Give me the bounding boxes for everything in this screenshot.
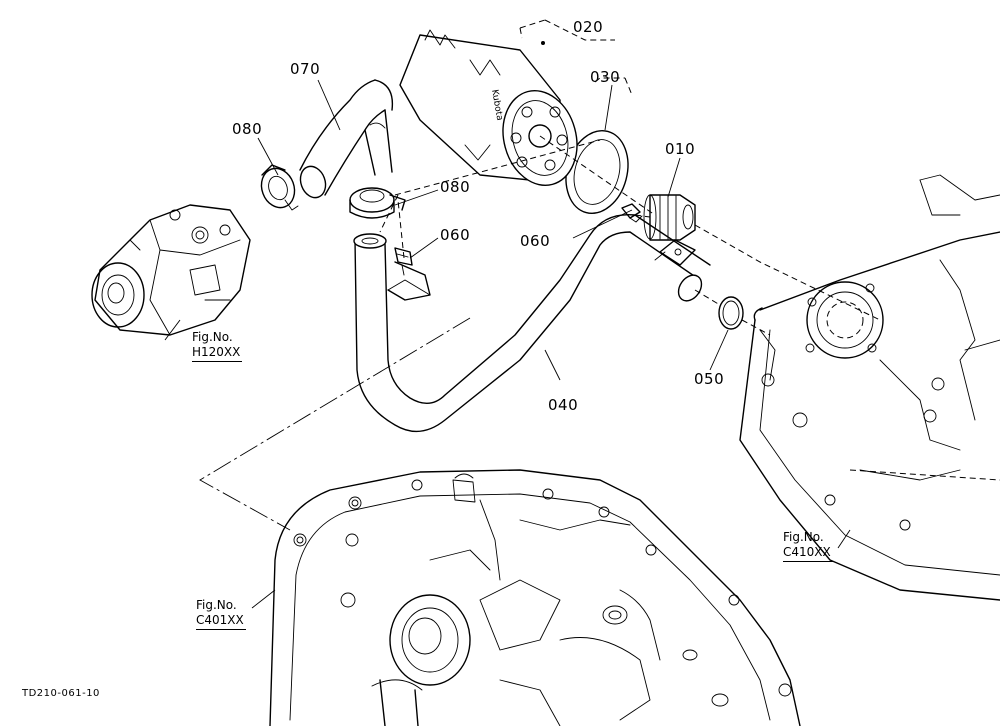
- filter-marker-dot: [541, 41, 545, 45]
- hydraulic-pump-h120: [91, 204, 251, 336]
- figure-ref-h120-prefix: Fig.No.: [192, 330, 233, 344]
- clamp-080-left: [260, 164, 299, 211]
- bracket-060-left: [387, 247, 431, 301]
- callout-030: 030: [590, 68, 621, 86]
- transmission-case-c401: [269, 469, 801, 726]
- figure-ref-h120[interactable]: Fig.No. H120XX: [192, 330, 243, 362]
- pipe-040: [353, 213, 711, 433]
- callout-040: 040: [548, 396, 579, 414]
- figure-ref-c410[interactable]: Fig.No. C410XX: [783, 530, 833, 562]
- alignment-lines: [199, 135, 881, 531]
- callout-080-left: 080: [232, 120, 263, 138]
- fitting-010: [643, 194, 696, 241]
- callout-070: 070: [290, 60, 321, 78]
- o-ring-050: [718, 296, 744, 330]
- oil-filter-020: Kubota: [399, 29, 578, 186]
- figure-ref-c401[interactable]: Fig.No. C401XX: [196, 598, 246, 630]
- leader-lines: [164, 79, 851, 609]
- bolt-060-right: [621, 203, 643, 223]
- callout-050: 050: [694, 370, 725, 388]
- filter-brand-text: Kubota: [489, 89, 504, 122]
- callout-010: 010: [665, 140, 696, 158]
- figure-ref-c410-prefix: Fig.No.: [783, 530, 824, 544]
- callout-060-right: 060: [520, 232, 551, 250]
- hose-070: [299, 79, 394, 199]
- callout-080-right: 080: [440, 178, 471, 196]
- figure-ref-c401-prefix: Fig.No.: [196, 598, 237, 612]
- callout-020: 020: [573, 18, 604, 36]
- clamp-080-right: [349, 187, 406, 219]
- group-bracket-020-030: [519, 19, 633, 96]
- figure-ref-c410-code: C410XX: [783, 545, 833, 562]
- figure-ref-c401-code: C401XX: [196, 613, 246, 630]
- drawing-number: TD210-061-10: [22, 688, 100, 699]
- callout-060-left: 060: [440, 226, 471, 244]
- transmission-frame-c410: [739, 174, 1000, 601]
- figure-ref-h120-code: H120XX: [192, 345, 243, 362]
